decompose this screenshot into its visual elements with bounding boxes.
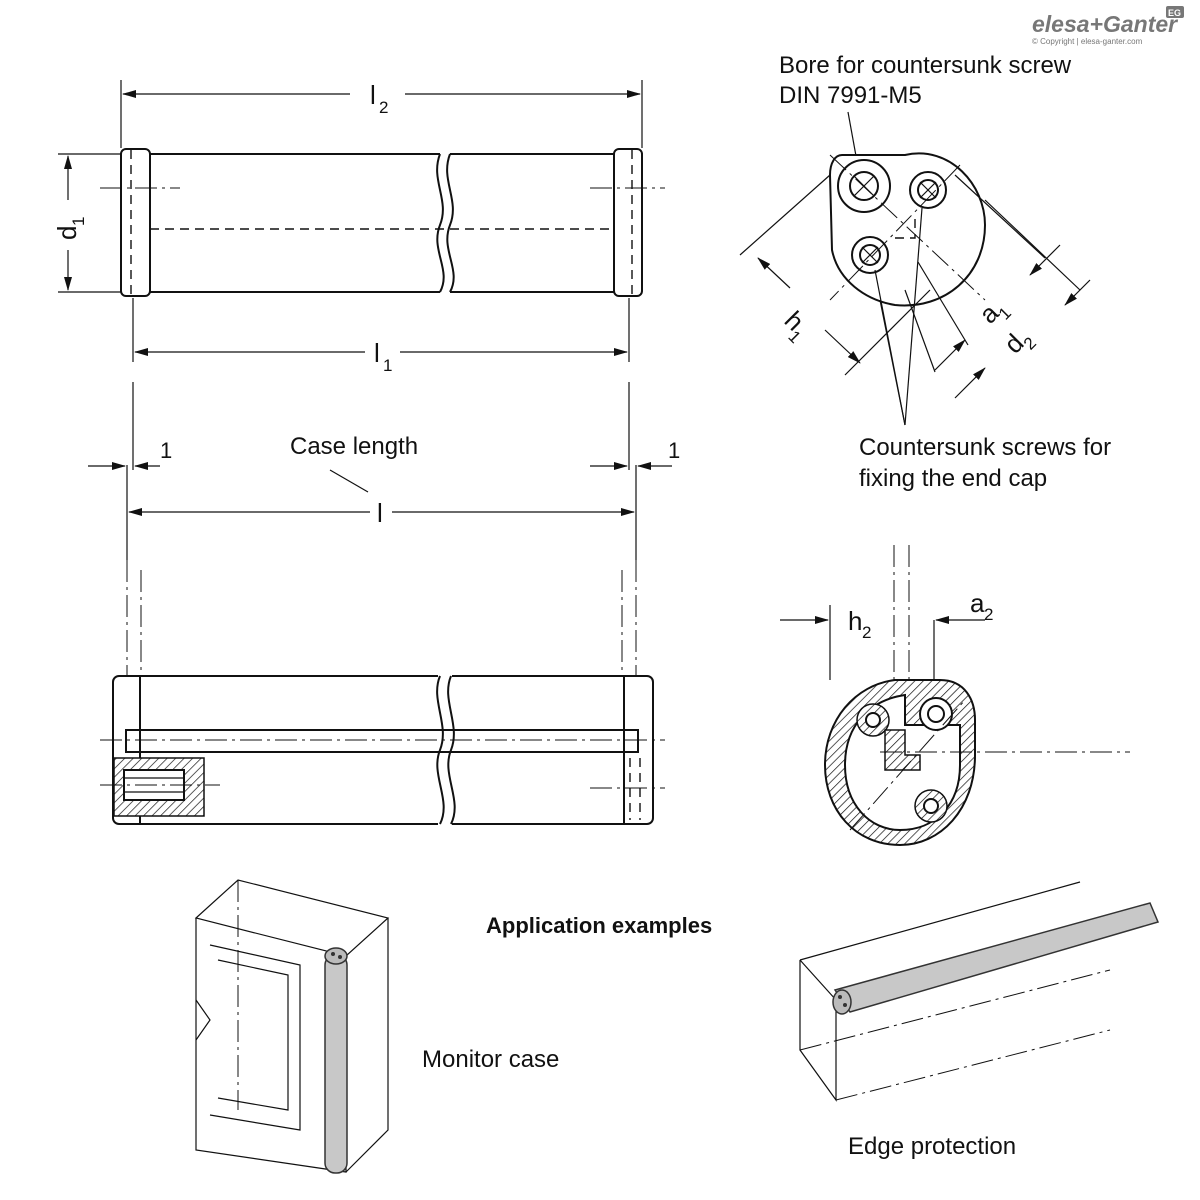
dim-label-d1-sub: 1 [69, 217, 88, 226]
dim-label-a2: a [970, 588, 985, 618]
dim-label-l2-sub: 2 [379, 98, 388, 117]
dim-label-l1: l [374, 338, 380, 368]
dim-label-h2-sub: 2 [862, 623, 871, 642]
logo-text: elesa+Ganter [1032, 11, 1178, 37]
case-length-dimensions: 1 1 Case length l [88, 382, 680, 560]
application-title: Application examples [486, 913, 712, 938]
dim-label-h2: h [848, 606, 862, 636]
logo-badge-text: EG [1168, 8, 1181, 18]
case-length-label: Case length [290, 433, 418, 460]
gap-label-left: 1 [160, 438, 172, 463]
top-side-view: l 2 d 1 l 1 [52, 80, 665, 375]
end-cap-view: Bore for countersunk screw DIN 7991-M5 h… [739, 52, 1111, 492]
dim-label-l2: l [370, 80, 376, 110]
brand-logo: elesa+Ganter EG © Copyright | elesa-gant… [1032, 6, 1184, 46]
edge-protection-illustration: Edge protection [799, 881, 1160, 1160]
dim-label-l: l [377, 498, 383, 528]
edge-protection-label: Edge protection [848, 1133, 1016, 1160]
dim-label-l1-sub: 1 [383, 356, 392, 375]
screws-label-line2: fixing the end cap [859, 465, 1047, 492]
bore-label-line1: Bore for countersunk screw [779, 52, 1072, 79]
bore-label-line2: DIN 7991-M5 [779, 82, 922, 109]
monitor-case-label: Monitor case [422, 1046, 559, 1073]
screws-label-line1: Countersunk screws for [859, 434, 1111, 461]
lower-side-view [100, 560, 665, 828]
copyright-text: © Copyright | elesa-ganter.com [1032, 37, 1143, 46]
gap-label-right: 1 [668, 438, 680, 463]
logo-badge [1166, 6, 1184, 18]
dim-label-d1: d [52, 226, 82, 240]
cross-section-view: h 2 a 2 [780, 545, 1130, 847]
application-examples: Application examples Monitor case [194, 879, 1160, 1174]
dim-label-a2-sub: 2 [984, 605, 993, 624]
monitor-case-illustration: Monitor case [194, 879, 559, 1174]
